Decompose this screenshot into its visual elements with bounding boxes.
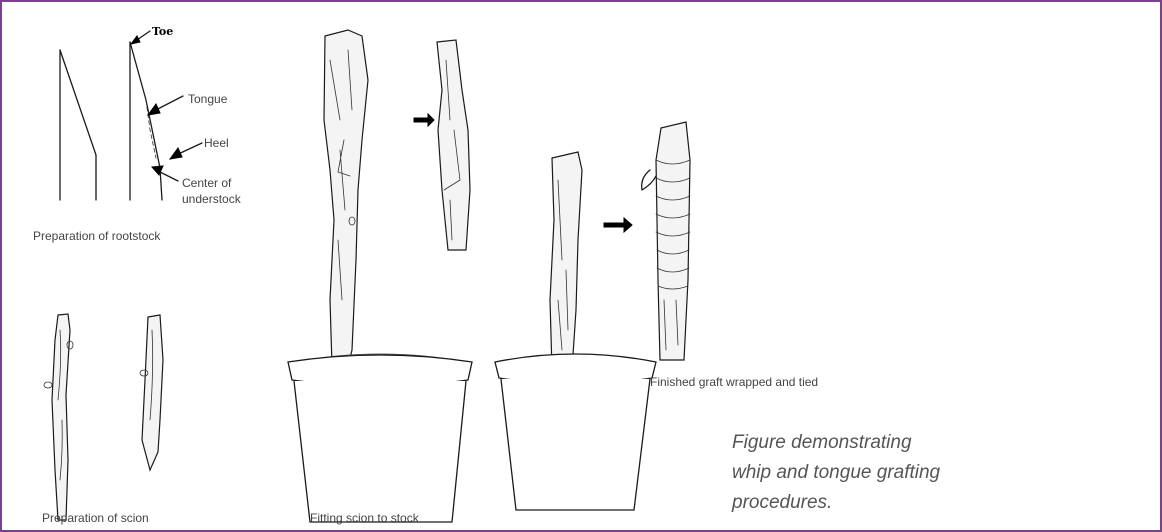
- fitting-closeup: [414, 40, 470, 250]
- finished-graft: [642, 122, 690, 360]
- scion-piece-1: [44, 314, 73, 520]
- label-prep-scion: Preparation of scion: [42, 511, 149, 526]
- caption-line-2: whip and tongue grafting: [732, 458, 940, 488]
- rootstock-cut-plain: [60, 50, 96, 200]
- rootstock-cut-tongue: [130, 42, 162, 200]
- caption-line-1: Figure demonstrating: [732, 428, 940, 458]
- grafted-plant: [495, 152, 656, 510]
- caption-line-3: procedures.: [732, 488, 940, 518]
- label-center-line1: Center of: [182, 176, 231, 191]
- label-tongue: Tongue: [188, 92, 227, 107]
- scion-piece-2: [140, 315, 163, 470]
- label-fitting: Fitting scion to stock: [310, 511, 419, 526]
- label-finished: Finished graft wrapped and tied: [650, 375, 818, 390]
- label-heel: Heel: [204, 136, 229, 151]
- label-center-line2: understock: [182, 192, 241, 207]
- label-prep-rootstock: Preparation of rootstock: [33, 229, 160, 244]
- label-toe: Toe: [152, 24, 173, 39]
- figure-caption: Figure demonstrating whip and tongue gra…: [732, 428, 940, 518]
